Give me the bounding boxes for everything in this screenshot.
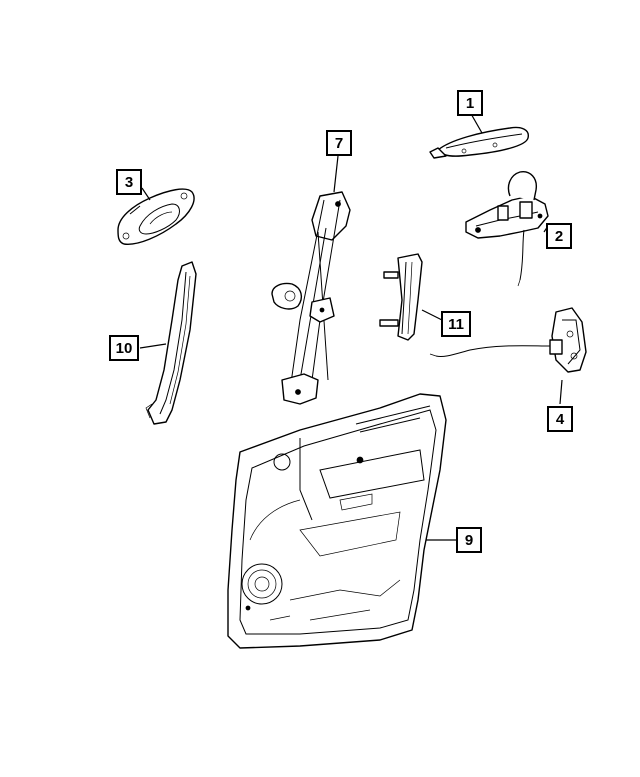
door-trim-panel[interactable] [227,393,447,649]
callout-9: 9 [456,527,482,553]
callout-2: 2 [546,223,572,249]
callout-7: 7 [326,130,352,156]
glass-run-channel[interactable] [379,253,423,341]
window-regulator[interactable] [271,191,351,405]
leader-10 [139,343,167,349]
callout-3: 3 [116,169,142,195]
exterior-door-handle[interactable] [429,126,529,159]
callout-11: 11 [441,311,471,337]
inside-door-handle[interactable] [117,188,195,245]
leader-4 [559,379,563,405]
callout-10: 10 [109,335,139,361]
callout-4: 4 [547,406,573,432]
leader-3 [141,187,151,201]
handle-bracket-assembly[interactable] [465,171,549,287]
callout-1: 1 [457,90,483,116]
door-trim-channel[interactable] [145,261,197,425]
door-latch-assembly[interactable] [429,307,587,373]
leader-11 [421,309,443,321]
leader-7 [333,155,339,193]
